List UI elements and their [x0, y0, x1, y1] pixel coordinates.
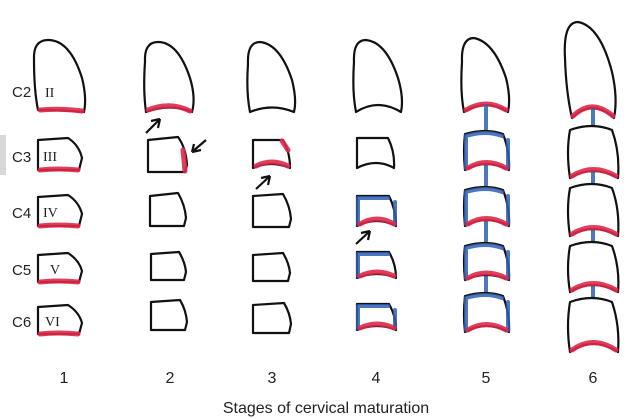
stage-number-1: 1: [60, 370, 69, 387]
figure-caption: Stages of cervical maturation: [223, 400, 429, 417]
stage-3-column: [247, 42, 295, 333]
c2-odontoid-shape: [144, 42, 193, 112]
label-c2: C2: [12, 84, 31, 101]
c5-body: [253, 253, 290, 281]
c3-concavity-marking: [256, 162, 288, 166]
c4-base-marking: [40, 225, 78, 226]
c2-base-marking: [40, 109, 82, 111]
roman-ii: II: [45, 86, 55, 101]
stage-5-column: [461, 38, 509, 332]
stage-6-column: [565, 22, 619, 352]
c2-odontoid-shape: [565, 22, 616, 118]
roman-iii: III: [43, 150, 57, 165]
stage-number-5: 5: [482, 370, 491, 387]
c2-odontoid-shape: [353, 40, 402, 112]
c2-odontoid-shape: [247, 42, 295, 112]
c6-body: [253, 303, 291, 333]
c2-odontoid-shape: [461, 38, 509, 112]
stage-2-column: [144, 42, 206, 330]
roman-v: V: [50, 263, 60, 278]
c5-base-marking: [40, 281, 78, 282]
c4-body: [150, 193, 186, 226]
label-c3: C3: [12, 149, 31, 166]
roman-vi: VI: [45, 315, 60, 330]
label-c5: C5: [12, 262, 31, 279]
c2-odontoid-shape: [34, 40, 85, 112]
stage-number-2: 2: [166, 370, 175, 387]
c6-base-marking: [40, 333, 78, 334]
stage-number-6: 6: [589, 370, 598, 387]
stage-4-column: [353, 40, 402, 330]
c5-concavity-marking: [360, 272, 394, 276]
margin-marker: [0, 135, 6, 175]
roman-iv: IV: [43, 206, 58, 221]
c5-body: [151, 252, 186, 280]
c3-body: [357, 138, 394, 168]
stage-number-3: 3: [268, 370, 277, 387]
c6-concavity-marking: [572, 343, 616, 351]
c4-concavity-marking: [360, 219, 394, 224]
c6-body: [151, 300, 187, 330]
stage-number-4: 4: [372, 370, 381, 387]
stage-1-column: C2 C3 C4 C5 C6 II III IV V VI: [12, 40, 85, 334]
c3-edge-marking: [183, 150, 185, 171]
label-c4: C4: [12, 205, 31, 222]
label-c6: C6: [12, 314, 31, 331]
c4-body: [253, 194, 291, 227]
c6-concavity-marking: [360, 324, 394, 328]
c3-base-marking: [40, 169, 78, 170]
c6-concavity-marking: [468, 325, 506, 331]
